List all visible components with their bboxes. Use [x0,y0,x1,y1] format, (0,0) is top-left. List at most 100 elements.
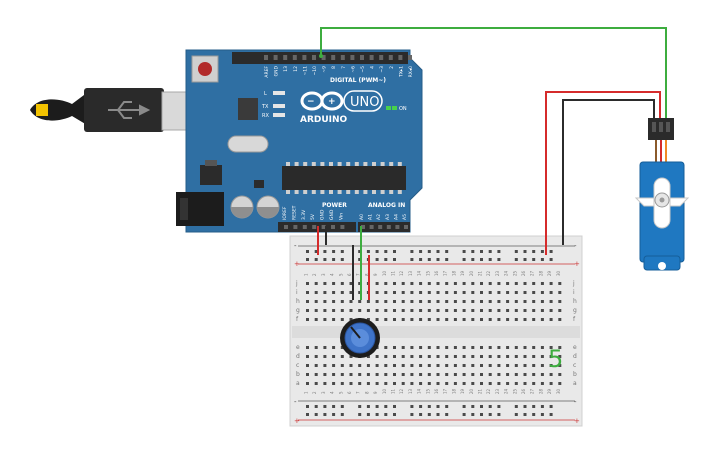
rail-hole[interactable] [419,250,423,253]
power-pin-hole[interactable] [312,225,317,229]
terminal-hole[interactable] [480,355,483,358]
terminal-hole[interactable] [549,346,553,349]
digital-pin-hole[interactable] [331,55,336,60]
terminal-hole[interactable] [480,300,483,303]
terminal-hole[interactable] [523,364,527,367]
terminal-hole[interactable] [445,382,449,385]
servo-motor[interactable] [634,118,690,271]
terminal-hole[interactable] [340,373,344,376]
rail-hole[interactable] [323,250,327,253]
terminal-hole[interactable] [532,364,536,367]
terminal-hole[interactable] [384,291,388,294]
terminal-hole[interactable] [340,346,344,349]
rail-hole[interactable] [358,413,362,416]
rail-hole[interactable] [497,413,501,416]
rail-hole[interactable] [427,258,431,261]
rail-hole[interactable] [549,413,553,416]
wire-signal-green[interactable] [320,27,667,118]
terminal-hole[interactable] [349,318,353,321]
terminal-hole[interactable] [314,364,318,367]
terminal-hole[interactable] [506,364,510,367]
terminal-hole[interactable] [419,300,423,303]
rail-hole[interactable] [332,250,336,253]
terminal-hole[interactable] [340,318,344,321]
terminal-hole[interactable] [419,373,423,376]
terminal-hole[interactable] [488,282,492,285]
terminal-hole[interactable] [375,355,379,358]
terminal-hole[interactable] [306,364,309,367]
rail-hole[interactable] [314,413,318,416]
terminal-hole[interactable] [401,355,405,358]
rail-hole[interactable] [445,250,449,253]
terminal-hole[interactable] [401,346,405,349]
terminal-hole[interactable] [306,346,309,349]
terminal-hole[interactable] [384,318,388,321]
terminal-hole[interactable] [558,346,562,349]
terminal-hole[interactable] [506,346,510,349]
terminal-hole[interactable] [514,291,518,294]
terminal-hole[interactable] [410,373,414,376]
terminal-hole[interactable] [488,300,492,303]
terminal-hole[interactable] [488,309,492,312]
terminal-hole[interactable] [540,364,544,367]
power-pin-hole[interactable] [331,225,335,229]
terminal-hole[interactable] [549,318,553,321]
terminal-hole[interactable] [332,282,336,285]
terminal-hole[interactable] [436,382,440,385]
rail-hole[interactable] [436,413,440,416]
rail-hole[interactable] [488,258,492,261]
terminal-hole[interactable] [375,364,379,367]
digital-pin-hole[interactable] [312,55,316,60]
terminal-hole[interactable] [366,355,370,358]
terminal-hole[interactable] [506,300,510,303]
terminal-hole[interactable] [549,291,553,294]
rail-hole[interactable] [436,258,440,261]
terminal-hole[interactable] [445,300,449,303]
terminal-hole[interactable] [332,373,336,376]
rail-hole[interactable] [375,405,379,408]
rail-hole[interactable] [419,413,423,416]
rail-hole[interactable] [436,250,440,253]
terminal-hole[interactable] [506,355,510,358]
terminal-hole[interactable] [419,309,423,312]
terminal-hole[interactable] [540,318,544,321]
terminal-hole[interactable] [532,318,536,321]
terminal-hole[interactable] [497,364,501,367]
rail-hole[interactable] [384,413,388,416]
terminal-hole[interactable] [393,300,396,303]
terminal-hole[interactable] [523,373,527,376]
wire-servo-black[interactable] [562,99,655,245]
terminal-hole[interactable] [488,364,492,367]
terminal-hole[interactable] [480,373,483,376]
terminal-hole[interactable] [401,291,405,294]
terminal-hole[interactable] [462,382,466,385]
terminal-hole[interactable] [471,291,475,294]
terminal-hole[interactable] [332,291,336,294]
terminal-hole[interactable] [393,355,396,358]
terminal-hole[interactable] [427,364,431,367]
terminal-hole[interactable] [375,300,379,303]
terminal-hole[interactable] [419,382,423,385]
rail-hole[interactable] [323,413,327,416]
analog-pin-hole[interactable] [369,225,374,229]
power-pin-hole[interactable] [302,225,307,229]
terminal-hole[interactable] [558,355,562,358]
terminal-hole[interactable] [445,309,449,312]
terminal-hole[interactable] [349,364,353,367]
rail-hole[interactable] [436,405,440,408]
terminal-hole[interactable] [488,382,492,385]
terminal-hole[interactable] [323,282,327,285]
terminal-hole[interactable] [427,282,431,285]
terminal-hole[interactable] [514,300,518,303]
terminal-hole[interactable] [358,300,362,303]
terminal-hole[interactable] [540,382,544,385]
terminal-hole[interactable] [358,364,362,367]
terminal-hole[interactable] [323,382,327,385]
terminal-hole[interactable] [332,355,336,358]
rail-hole[interactable] [471,405,475,408]
rail-hole[interactable] [462,250,466,253]
terminal-hole[interactable] [306,382,309,385]
terminal-hole[interactable] [306,282,309,285]
terminal-hole[interactable] [349,355,353,358]
terminal-hole[interactable] [436,291,440,294]
